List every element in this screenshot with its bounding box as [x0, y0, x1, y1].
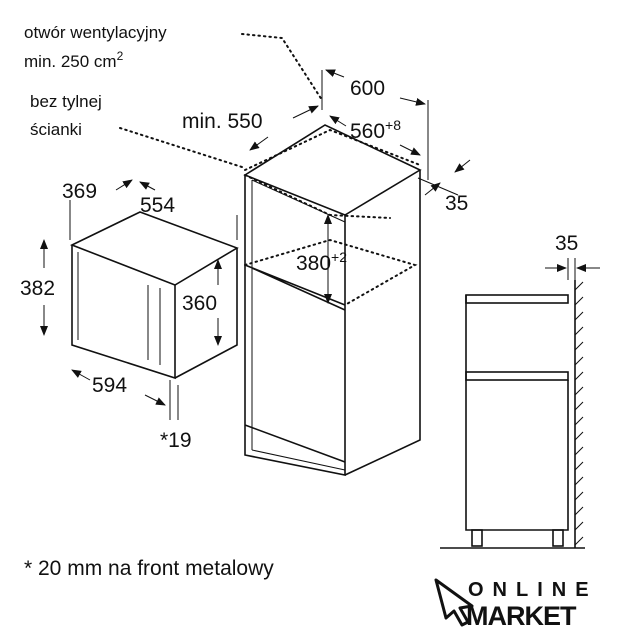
- dim-guide: [321, 70, 429, 180]
- cursor-icon: [434, 578, 474, 627]
- dim-560: 560+8: [350, 117, 401, 143]
- no-back-label: bez tylnej: [30, 92, 102, 111]
- logo-market: MARKET: [466, 601, 577, 631]
- dim-35-side: 35: [555, 232, 578, 255]
- side-view-drawing: [440, 280, 585, 549]
- vent-label: otwór wentylacyjny: [24, 23, 167, 42]
- dim-594: 594: [92, 374, 127, 397]
- dim-min-550: min. 550: [182, 110, 263, 133]
- vent-leader: [241, 33, 323, 101]
- dim-19: *19: [160, 429, 192, 452]
- no-back-label-2: ścianki: [30, 120, 82, 139]
- microwave-drawing: [69, 211, 239, 380]
- footnote: * 20 mm na front metalowy: [24, 557, 274, 580]
- dim-600: 600: [350, 77, 385, 100]
- online-market-logo: ONLINE MARKET: [434, 578, 598, 631]
- logo-online: ONLINE: [468, 579, 598, 601]
- no-back-leader: [119, 127, 246, 169]
- vent-area-label: min. 250 cm2: [24, 49, 124, 71]
- dim-369: 369: [62, 180, 97, 203]
- dim-554: 554: [140, 194, 175, 217]
- dim-360: 360: [182, 292, 217, 315]
- dim-382: 382: [20, 277, 55, 300]
- dim-35-top: 35: [445, 192, 468, 215]
- dim-380: 380+2: [296, 249, 347, 275]
- cabinet-drawing: [243, 124, 422, 476]
